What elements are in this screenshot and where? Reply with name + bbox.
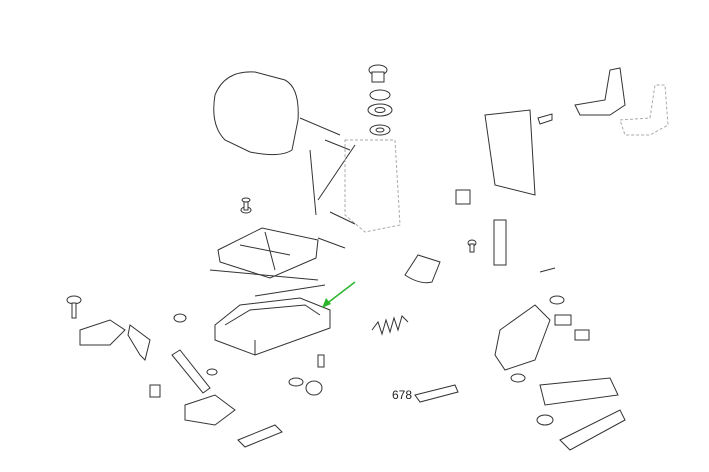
backrest-panel[interactable] — [484, 109, 553, 196]
seat-thumbnail — [574, 67, 669, 136]
bolt-and-cap[interactable] — [288, 354, 325, 396]
part-label-678: 678 — [392, 388, 412, 402]
backrest-outline — [344, 139, 401, 233]
wire — [329, 211, 356, 225]
grommet-stack[interactable] — [367, 64, 393, 136]
recliner-mechanism[interactable] — [494, 267, 590, 426]
seat-frame[interactable] — [214, 297, 331, 356]
lever[interactable] — [404, 254, 441, 284]
armrest-cover[interactable] — [539, 377, 619, 406]
wire — [254, 284, 326, 297]
screw[interactable] — [240, 197, 252, 214]
seat-cushion[interactable] — [217, 227, 319, 279]
lower-hinge-assembly[interactable] — [149, 313, 283, 448]
clips[interactable] — [455, 189, 507, 266]
left-hinge-assembly[interactable] — [66, 295, 151, 361]
gas-strut[interactable] — [171, 349, 211, 394]
wire — [209, 269, 319, 281]
mounting-rail[interactable] — [559, 409, 626, 451]
spring[interactable] — [371, 315, 409, 336]
part-678[interactable]: 678 — [392, 384, 459, 403]
highlight-arrow — [322, 281, 356, 308]
headrest[interactable] — [213, 71, 299, 156]
wire — [317, 237, 346, 249]
headrest-rods — [299, 117, 356, 216]
